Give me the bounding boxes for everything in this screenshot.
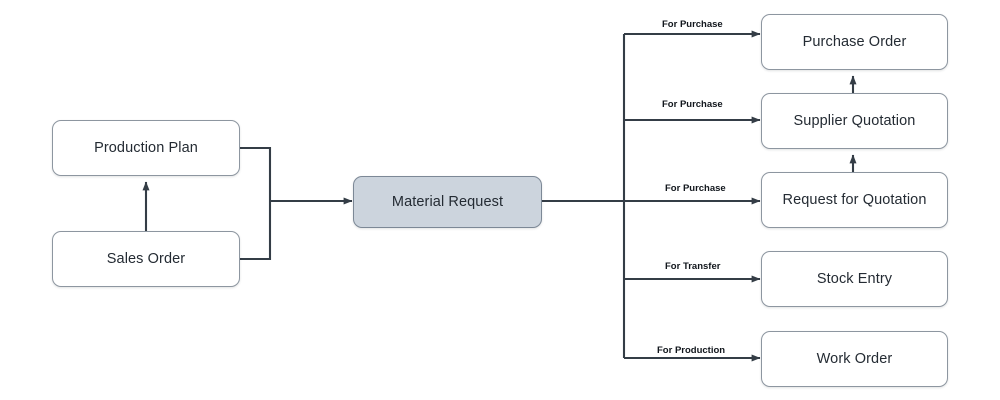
node-sales-order[interactable]: Sales Order xyxy=(52,231,240,287)
node-label: Supplier Quotation xyxy=(793,113,916,129)
node-supplier-quotation[interactable]: Supplier Quotation xyxy=(761,93,948,149)
node-work-order[interactable]: Work Order xyxy=(761,331,948,387)
node-label: Stock Entry xyxy=(816,271,893,287)
connector-sales-order-to-trunk xyxy=(240,201,272,261)
node-production-plan[interactable]: Production Plan xyxy=(52,120,240,176)
node-label: Material Request xyxy=(391,194,504,210)
node-label: Request for Quotation xyxy=(782,192,927,208)
connector-production-plan-to-trunk xyxy=(240,146,272,201)
node-label: Production Plan xyxy=(94,140,198,156)
node-stock-entry[interactable]: Stock Entry xyxy=(761,251,948,307)
edge-label-for-supplier-quotation: For Purchase xyxy=(662,99,723,110)
node-label: Sales Order xyxy=(106,251,186,267)
edge-label-for-work-order: For Production xyxy=(657,345,726,356)
node-label: Work Order xyxy=(816,351,893,367)
connector-material-request-to-branch-trunk xyxy=(542,34,626,358)
node-request-for-quotation[interactable]: Request for Quotation xyxy=(761,172,948,228)
edge-label-for-request-for-quotation: For Purchase xyxy=(665,183,726,194)
node-purchase-order[interactable]: Purchase Order xyxy=(761,14,948,70)
edge-label-for-purchase-order: For Purchase xyxy=(662,19,723,30)
node-label: Purchase Order xyxy=(802,34,907,50)
node-material-request[interactable]: Material Request xyxy=(353,176,542,228)
edge-label-for-stock-entry: For Transfer xyxy=(665,261,721,272)
